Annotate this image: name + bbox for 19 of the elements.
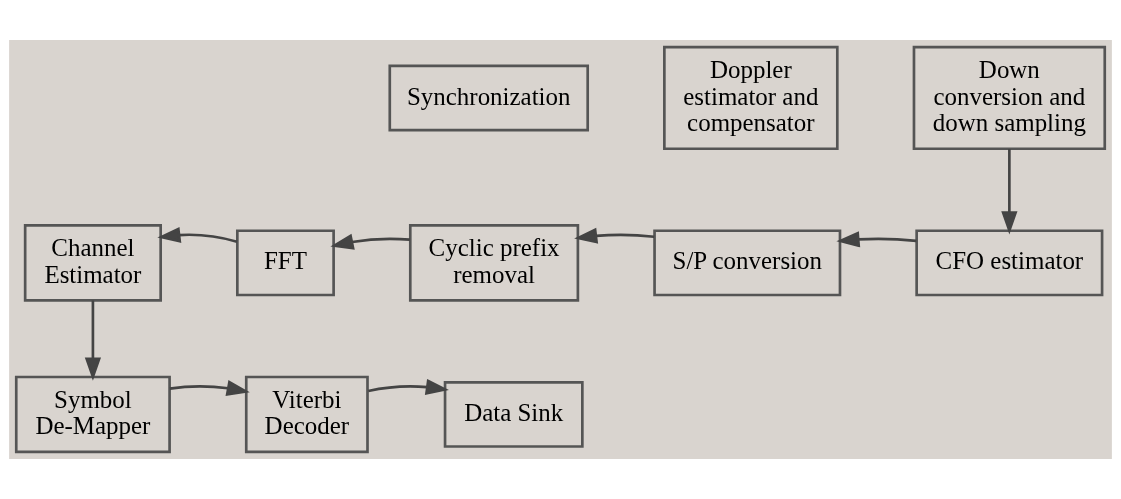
- arrow: [1001, 149, 1018, 235]
- arrow: [84, 300, 102, 381]
- arrow: [330, 233, 410, 250]
- node-box: Channel Estimator: [23, 224, 162, 302]
- arrow: [574, 227, 655, 244]
- node-box: S/P conversion: [653, 229, 842, 297]
- node-box: Viterbi Decoder: [244, 375, 369, 454]
- arrow: [157, 226, 238, 243]
- node-box: Cyclic prefix removal: [408, 224, 580, 302]
- arrow: [368, 378, 449, 395]
- node-box: Synchronization: [388, 64, 590, 132]
- node-box: Data Sink: [443, 381, 584, 448]
- node-box: FFT: [236, 229, 335, 297]
- node-box: Doppler estimator and compensator: [663, 45, 839, 151]
- arrow: [836, 231, 917, 248]
- node-box: CFO estimator: [915, 229, 1104, 297]
- arrow: [169, 380, 250, 397]
- node-box: Symbol De-Mapper: [14, 375, 171, 454]
- node-box: Down conversion and down sampling: [912, 45, 1107, 151]
